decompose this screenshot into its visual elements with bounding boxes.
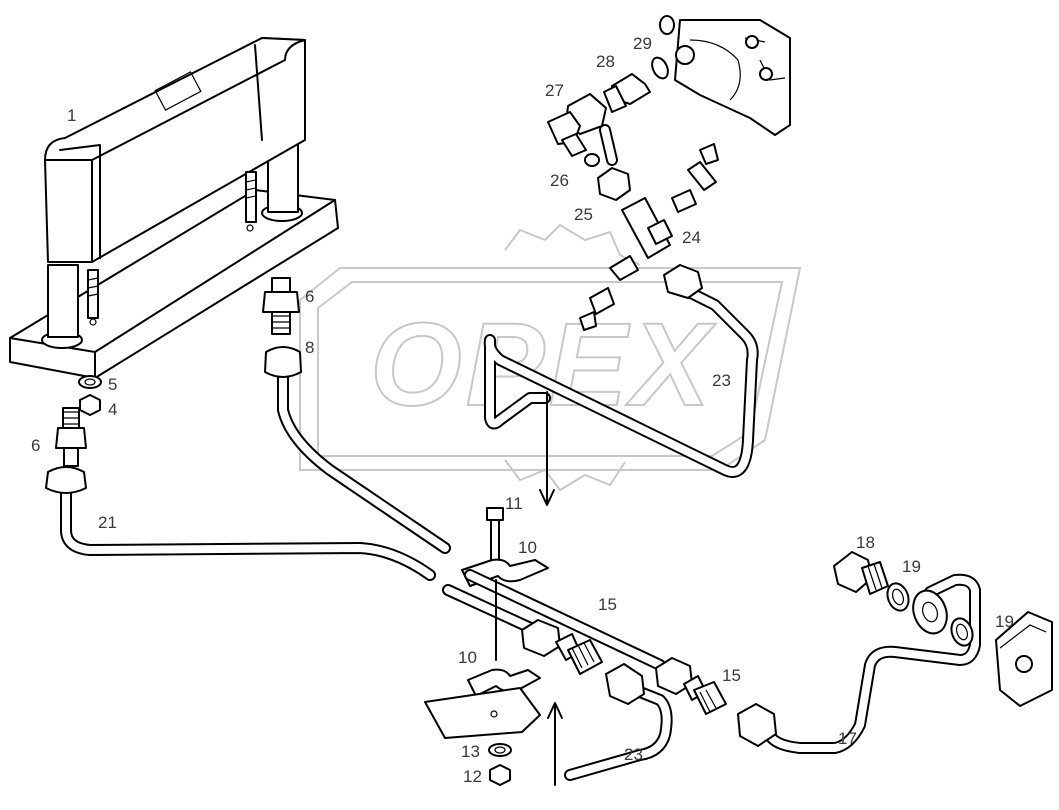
bolt-11 <box>486 507 504 563</box>
washer-19-left <box>886 582 910 612</box>
callout-19: 19 <box>995 612 1014 631</box>
fitting-15-left <box>521 619 645 705</box>
callout-5: 5 <box>108 375 117 394</box>
elbow-fitting-27 <box>547 93 607 157</box>
callout-27: 27 <box>545 81 564 100</box>
callout-6: 6 <box>31 436 40 455</box>
pipe-bundle-center <box>442 569 666 671</box>
watermark-logo: OPEX <box>299 223 802 492</box>
callout-19: 19 <box>902 557 921 576</box>
callout-11: 11 <box>505 494 523 513</box>
callout-13: 13 <box>461 742 480 761</box>
callout-26: 26 <box>550 171 569 190</box>
callout-15: 15 <box>598 595 617 614</box>
nut-23-top <box>663 264 703 299</box>
callout-15: 15 <box>722 666 741 685</box>
callout-23: 23 <box>624 745 643 764</box>
union-fitting-6-left <box>55 407 87 467</box>
pipe-23-top-segment <box>599 124 618 166</box>
fitting-15-right <box>655 657 727 715</box>
callout-23: 23 <box>712 371 731 390</box>
nut-12 <box>489 764 511 786</box>
washer-5 <box>78 375 102 389</box>
callout-17: 17 <box>838 729 857 748</box>
union-fitting-6-right <box>262 277 300 335</box>
washer-29 <box>651 56 669 80</box>
washer-13 <box>488 743 512 757</box>
pipe-23-upper-loop <box>483 284 759 506</box>
olive-26 <box>584 153 600 167</box>
callout-1: 1 <box>67 106 76 125</box>
banjo-bolt-28 <box>603 73 651 113</box>
pipe-23-lower <box>547 684 673 786</box>
callout-4: 4 <box>108 400 117 419</box>
callout-10: 10 <box>518 538 537 557</box>
pipe-17 <box>737 573 981 754</box>
housing-port-right <box>995 611 1053 707</box>
watermark-text: OPEX <box>370 299 716 431</box>
oil-cooler-assembly <box>9 37 339 379</box>
clamp-10-lower <box>467 668 541 697</box>
callout-25: 25 <box>574 205 593 224</box>
callout-10: 10 <box>458 648 477 667</box>
callout-21: 21 <box>98 513 117 532</box>
banjo-bolt-18 <box>833 551 889 595</box>
banjo-fitting <box>912 589 948 635</box>
tee-fitting-24 <box>579 143 719 331</box>
callout-12: 12 <box>463 767 482 786</box>
pipe-21 <box>45 466 436 581</box>
engine-block-port <box>659 15 791 136</box>
nut-25 <box>597 167 631 201</box>
callout-29: 29 <box>633 34 652 53</box>
callout-6: 6 <box>305 287 314 306</box>
callout-24: 24 <box>682 228 701 247</box>
pipe-8 <box>264 346 451 554</box>
washer-19-right <box>950 617 974 647</box>
callout-18: 18 <box>856 533 875 552</box>
callout-28: 28 <box>596 52 615 71</box>
callout-8: 8 <box>305 338 314 357</box>
nut-4 <box>79 394 101 416</box>
support-plate <box>424 687 541 739</box>
callout-labels: 1 4 5 6 6 8 10 10 11 12 13 15 15 17 18 1… <box>31 34 1014 786</box>
